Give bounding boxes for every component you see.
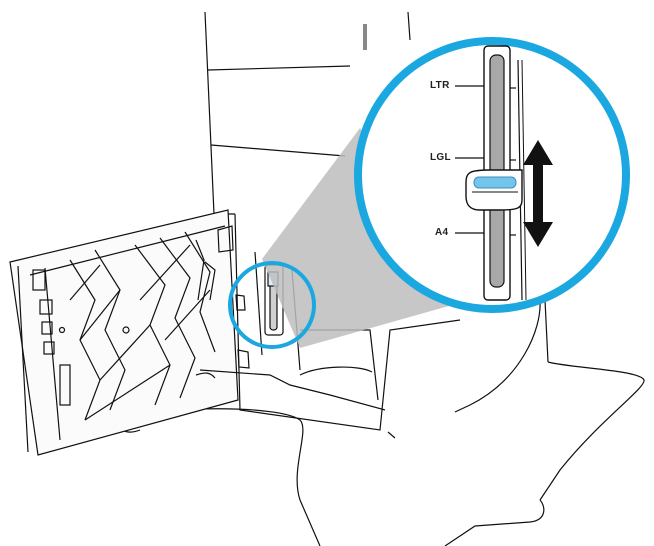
size-label-ltr: LTR bbox=[430, 80, 450, 91]
double-vertical-arrow-icon bbox=[523, 140, 553, 247]
detail-highlight-ring bbox=[228, 261, 316, 349]
tray-door bbox=[9, 209, 239, 456]
paper-guide-tab bbox=[465, 169, 523, 211]
size-label-a4: A4 bbox=[435, 227, 449, 238]
size-label-lgl: LGL bbox=[430, 152, 451, 163]
